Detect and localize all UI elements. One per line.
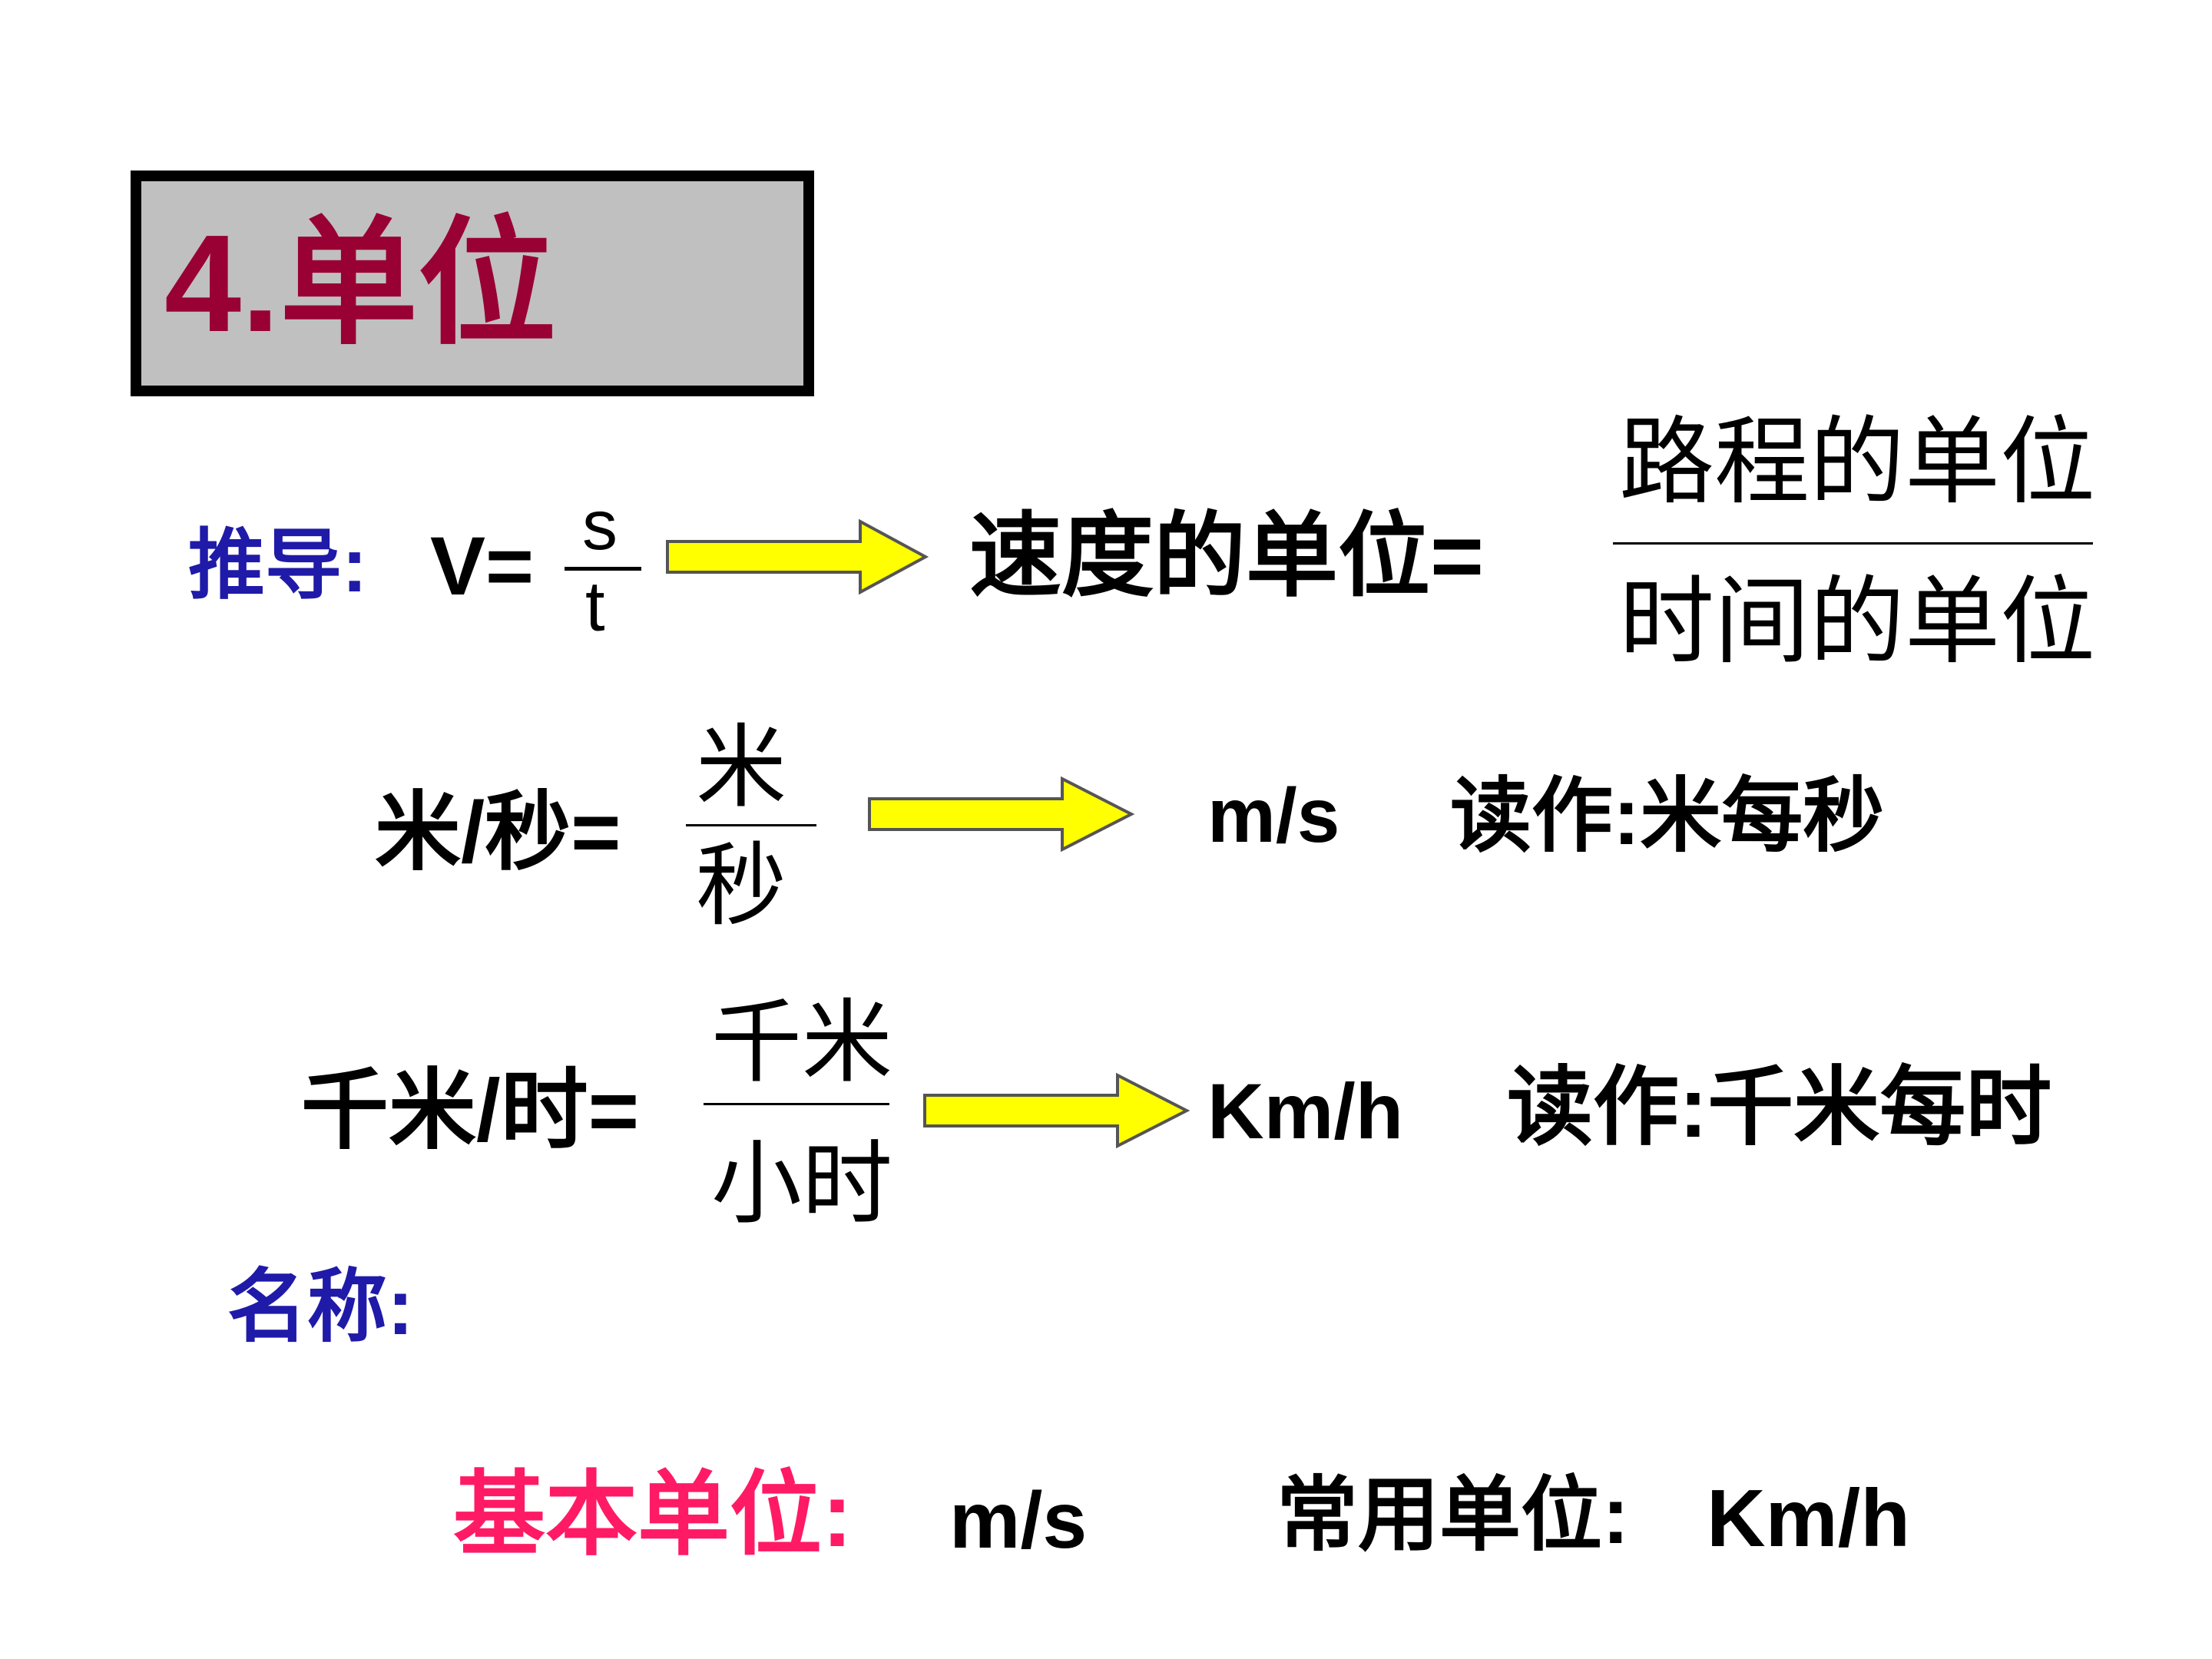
common-unit-value: Km/h xyxy=(1707,1473,1910,1564)
distance-unit-numerator: 路程的单位 xyxy=(1619,407,2096,518)
formula-numerator: s xyxy=(582,486,618,565)
basic-unit-value: m/s xyxy=(949,1476,1088,1565)
slide-title: 4.单位 xyxy=(164,207,557,361)
kmh-numerator: 千米 xyxy=(711,989,893,1095)
basic-unit-label: 基本单位: xyxy=(453,1463,853,1566)
formula-prefix: V= xyxy=(430,519,535,612)
ms-reading: 读作:米每秒 xyxy=(1450,771,1885,862)
kmh-symbol: Km/h xyxy=(1207,1068,1403,1155)
right-arrow-icon xyxy=(666,518,929,595)
kmh-fraction-line xyxy=(704,1103,889,1105)
kmh-lhs: 千米/时= xyxy=(301,1062,640,1160)
names-label: 名称: xyxy=(227,1263,414,1352)
speed-fraction-line xyxy=(1613,542,2093,545)
ms-numerator: 米 xyxy=(696,714,787,820)
kmh-reading: 读作:千米每时 xyxy=(1507,1059,2052,1155)
derivation-label: 推导: xyxy=(188,522,368,608)
common-unit-label: 常用单位: xyxy=(1277,1470,1630,1561)
ms-fraction-line xyxy=(686,824,816,826)
speed-unit-equals: 速度的单位= xyxy=(969,505,1485,608)
formula-fraction-line xyxy=(565,567,641,571)
formula-denominator: t xyxy=(585,568,605,646)
right-arrow-icon xyxy=(868,776,1135,853)
ms-lhs: 米/秒= xyxy=(375,784,621,880)
title-box: 4.单位 xyxy=(131,171,814,396)
ms-denominator: 秒 xyxy=(696,833,787,939)
time-unit-denominator: 时间的单位 xyxy=(1619,567,2096,677)
ms-symbol: m/s xyxy=(1207,773,1340,859)
kmh-denominator: 小时 xyxy=(711,1131,893,1237)
right-arrow-icon xyxy=(923,1072,1190,1149)
